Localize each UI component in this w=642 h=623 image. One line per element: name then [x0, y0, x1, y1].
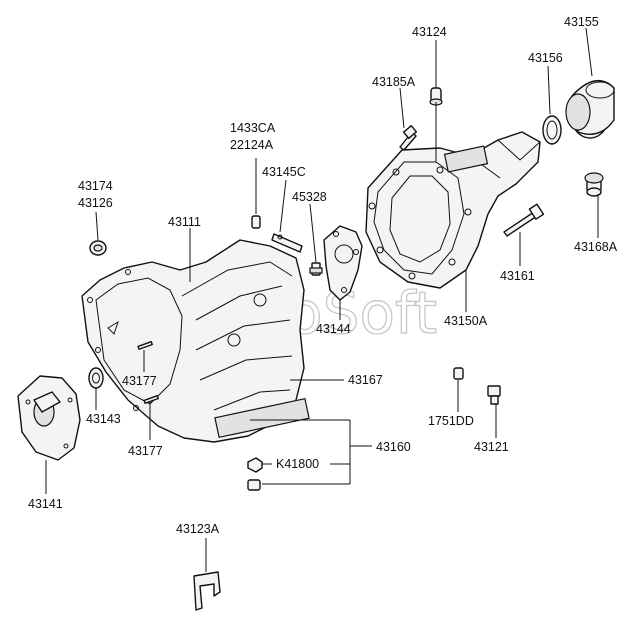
part-43177-pin-lower[interactable] [143, 394, 159, 404]
part-43160-bolt[interactable] [247, 479, 261, 491]
part-1751DD-nut[interactable] [453, 367, 464, 380]
label-43123A: 43123A [176, 522, 220, 536]
part-43185A-bolt[interactable] [399, 125, 418, 151]
label-45328: 45328 [292, 190, 327, 204]
label-1433CA: 1433CA [230, 121, 276, 135]
label-43150A: 43150A [444, 314, 488, 328]
part-45328-bolt[interactable] [309, 262, 323, 276]
label-1751DD: 1751DD [428, 414, 474, 428]
part-43144-gasket[interactable] [323, 225, 363, 301]
label-43160: 43160 [376, 440, 411, 454]
label-43124: 43124 [412, 25, 447, 39]
label-43167: 43167 [348, 373, 383, 387]
label-43145C: 43145C [262, 165, 306, 179]
part-43145C-bracket[interactable] [271, 233, 303, 253]
label-43156: 43156 [528, 51, 563, 65]
label-43143: 43143 [86, 412, 121, 426]
part-43168A-plug[interactable] [584, 172, 604, 197]
label-43126: 43126 [78, 196, 113, 210]
label-43161: 43161 [500, 269, 535, 283]
part-43155-dust-cover[interactable] [565, 79, 615, 139]
label-43177-upper: 43177 [122, 374, 157, 388]
label-43155: 43155 [564, 15, 599, 29]
part-43150A-extension-housing[interactable] [365, 131, 541, 289]
part-1433CA-bolt[interactable] [251, 215, 261, 229]
label-43177-lower: 43177 [128, 444, 163, 458]
label-K41800: K41800 [276, 457, 319, 471]
part-43123A-bracket[interactable] [193, 571, 221, 611]
label-43111: 43111 [168, 215, 201, 229]
label-43185A: 43185A [372, 75, 416, 89]
label-43174: 43174 [78, 179, 113, 193]
part-43156-oil-seal[interactable] [542, 115, 562, 145]
part-43177-pin-upper[interactable] [137, 340, 153, 350]
part-43111-transmission-case[interactable] [81, 239, 310, 443]
part-43174-seal[interactable] [89, 240, 107, 256]
part-K41800-nut[interactable] [247, 457, 263, 473]
part-43143-seal[interactable] [88, 367, 104, 389]
label-43141: 43141 [28, 497, 63, 511]
label-43144: 43144 [316, 322, 351, 336]
label-22124A: 22124A [230, 138, 274, 152]
part-43121-bolt[interactable] [487, 385, 501, 405]
label-43121: 43121 [474, 440, 509, 454]
leader-lines [45, 27, 599, 572]
part-43161-bolt[interactable] [503, 203, 545, 237]
label-43168A: 43168A [574, 240, 618, 254]
part-43141-front-cover[interactable] [17, 375, 81, 461]
